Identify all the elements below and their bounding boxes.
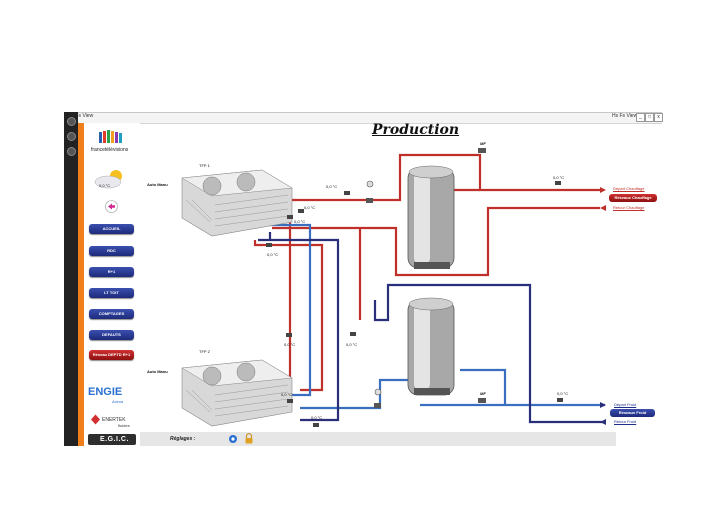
- valves: [366, 148, 486, 408]
- hot-pipe-supply: [270, 153, 600, 202]
- navy-pipe-1: [258, 238, 340, 422]
- hot-pipe-branch: [253, 240, 324, 392]
- enertek-logo: ENERTEK: [102, 417, 126, 423]
- page-title: Production: [372, 122, 460, 138]
- window-titlebar: [64, 112, 662, 124]
- tfp2-label: TFP 2: [199, 349, 210, 354]
- valve-label: MF: [480, 141, 486, 146]
- francetv-logo-icon: [99, 130, 122, 143]
- weather-icon: [94, 170, 122, 189]
- toolbar-home-icon[interactable]: [67, 117, 76, 126]
- engie-logo: ENGIE: [88, 386, 123, 398]
- minimize-button[interactable]: _: [636, 113, 645, 122]
- cold-water-tank: [407, 297, 455, 396]
- temp-reading: 0,0 °C: [553, 175, 565, 180]
- temp-reading: 0,0 °C: [346, 342, 358, 347]
- heat-pump-1: [181, 169, 293, 237]
- auto-manu-toggle-2[interactable]: Auto Manu: [147, 369, 168, 374]
- auto-manu-toggle-1[interactable]: Auto Manu: [147, 182, 168, 187]
- reglages-label: Réglages :: [170, 436, 196, 442]
- francetv-logo-text: francetélévisions: [91, 147, 129, 153]
- heat-pump-2: [181, 359, 293, 427]
- hot-water-tank: [407, 165, 455, 269]
- settings-bar: [140, 432, 616, 446]
- retour-froid-link[interactable]: Retour Froid: [614, 419, 637, 424]
- close-button[interactable]: x: [654, 113, 663, 122]
- cold-pipe-supply: [300, 378, 410, 410]
- valve-label: MF: [480, 391, 486, 396]
- temp-reading: 0,0 °C: [557, 391, 569, 396]
- maximize-button[interactable]: □: [645, 113, 654, 122]
- egic-logo: E.G.I.C.: [88, 434, 136, 445]
- nav-reseau-button[interactable]: Réseau DEPTD R+1: [89, 350, 134, 360]
- retour-chauffage-link[interactable]: Retour Chauffage: [613, 205, 645, 210]
- tab-title[interactable]: Hs Fs View: [612, 113, 638, 119]
- enertek-logo-icon: [91, 414, 100, 425]
- production-diagram: [181, 148, 606, 427]
- depart-froid-link[interactable]: Départ Froid: [614, 402, 637, 407]
- outdoor-temperature: 0,0 °C: [99, 183, 111, 188]
- lock-icon[interactable]: [244, 433, 254, 444]
- reseaux-froid-button[interactable]: Réseaux Froid: [610, 409, 655, 417]
- cold-pipe-tank: [460, 368, 507, 405]
- back-arrow-icon[interactable]: [105, 200, 118, 213]
- temp-reading: 0,0 °C: [294, 219, 306, 224]
- temperature-sensors: [266, 181, 563, 427]
- temp-reading: 0,0 °C: [304, 205, 316, 210]
- temp-reading: 0,0 °C: [326, 184, 338, 189]
- engie-logo-sub: Axima: [112, 399, 124, 404]
- temp-reading: 0,0 °C: [281, 392, 293, 397]
- nav-r1-button[interactable]: R+1: [89, 267, 134, 277]
- reseaux-chauffage-button[interactable]: Réseaux Chauffage: [609, 194, 657, 202]
- nav-defauts-button[interactable]: DEFAUTS: [89, 330, 134, 340]
- nav-rdc-button[interactable]: RDC: [89, 246, 134, 256]
- toolbar-info-icon[interactable]: [67, 147, 76, 156]
- hot-pipe-return: [272, 206, 600, 277]
- temp-reading: 0,0 °C: [311, 415, 323, 420]
- temp-reading: 0,0 °C: [267, 252, 279, 257]
- toolbar-settings-icon[interactable]: [67, 132, 76, 141]
- settings-gear-icon[interactable]: [228, 434, 238, 444]
- enertek-logo-sub: fluides: [118, 423, 130, 428]
- flow-arrows: [600, 187, 606, 211]
- accent-bar: [78, 123, 84, 446]
- left-toolbar: [64, 112, 78, 446]
- navy-pipe-3: [373, 300, 390, 322]
- window-title: Hs Fs View: [68, 113, 94, 119]
- nav-accueil-button[interactable]: ACCUEIL: [89, 224, 134, 234]
- depart-chauffage-link[interactable]: Départ Chauffage: [613, 186, 645, 191]
- navy-pipe-2: [386, 283, 605, 424]
- nav-lt-toit-button[interactable]: LT TOIT: [89, 288, 134, 298]
- tfp1-label: TFP 1: [199, 163, 210, 168]
- temp-reading: 0,0 °C: [284, 342, 296, 347]
- nav-comptages-button[interactable]: COMPTAGES: [89, 309, 134, 319]
